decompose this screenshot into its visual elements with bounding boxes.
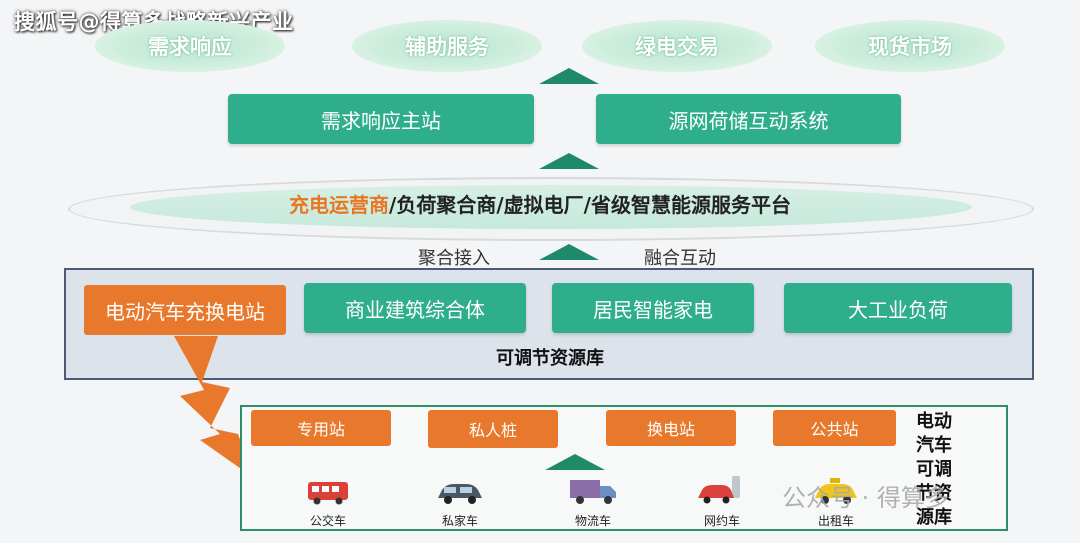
up-arrow-icon — [539, 153, 599, 169]
vehicle-label: 物流车 — [574, 514, 611, 528]
title-line: 汽车 — [916, 435, 952, 456]
truck-icon — [570, 480, 616, 504]
title-line: 源库 — [916, 507, 952, 528]
title-line: 可调 — [916, 459, 952, 480]
wechat-watermark: 公众号 · 得算多 — [782, 484, 949, 512]
taxi-icon — [815, 478, 857, 504]
vehicle-logistics: 物流车 — [563, 476, 623, 529]
car-icon — [438, 484, 482, 504]
station-battery-swap: 换电站 — [606, 410, 736, 446]
bus-icon — [308, 482, 348, 505]
box-label: 居民智能家电 — [593, 297, 713, 322]
vehicle-private-car: 私家车 — [430, 478, 490, 529]
source-grid-load-storage-system: 源网荷储互动系统 — [596, 94, 901, 144]
station-label: 换电站 — [646, 420, 695, 439]
flow-label-fusion-interaction: 融合互动 — [644, 248, 716, 269]
demand-response-master-station: 需求响应主站 — [228, 94, 534, 144]
flow-label-aggregation-access: 聚合接入 — [418, 248, 490, 269]
vehicle-label: 出租车 — [817, 514, 854, 528]
station-dedicated: 专用站 — [251, 410, 391, 446]
market-label: 绿电交易 — [635, 35, 719, 59]
commercial-building-box: 商业建筑综合体 — [304, 283, 526, 333]
market-ancillary-service: 辅助服务 — [352, 20, 542, 72]
industrial-load-box: 大工业负荷 — [784, 283, 1012, 333]
market-label: 辅助服务 — [405, 35, 489, 59]
station-private-pile: 私人桩 — [428, 410, 558, 448]
lightning-connector-icon — [174, 336, 254, 478]
charging-car-icon — [698, 476, 740, 504]
platform-inner-ellipse — [130, 185, 972, 229]
vehicle-ride-hailing: 网约车 — [692, 474, 752, 529]
ev-charging-station-box: 电动汽车充换电站 — [84, 285, 286, 335]
box-label: 大工业负荷 — [848, 297, 948, 322]
market-spot-market: 现货市场 — [815, 20, 1005, 72]
market-label: 需求响应 — [148, 35, 232, 59]
station-label: 专用站 — [296, 420, 345, 439]
vehicle-taxi: 出租车 — [806, 478, 866, 529]
aggregation-platform-label: 充电运营商/负荷聚合商/虚拟电厂/省级智慧能源服务平台 — [0, 189, 1080, 218]
up-arrow-icon — [539, 68, 599, 84]
resource-pool-title: 可调节资源库 — [496, 348, 604, 369]
title-line: 电动 — [916, 411, 952, 432]
vehicle-label: 公交车 — [309, 514, 346, 528]
up-arrow-icon — [545, 454, 605, 470]
station-label: 私人桩 — [468, 421, 517, 440]
box-label: 源网荷储互动系统 — [668, 108, 829, 133]
up-arrow-icon — [539, 244, 599, 260]
vehicle-bus: 公交车 — [298, 478, 358, 529]
vehicle-label: 网约车 — [703, 514, 740, 528]
residential-appliance-box: 居民智能家电 — [552, 283, 754, 333]
box-label: 电动汽车充换电站 — [105, 299, 265, 324]
vehicle-label: 私家车 — [441, 514, 478, 528]
station-label: 公共站 — [810, 420, 859, 439]
platform-rest: /负荷聚合商/虚拟电厂/省级智慧能源服务平台 — [389, 193, 791, 217]
station-public: 公共站 — [773, 410, 896, 446]
platform-highlight: 充电运营商 — [289, 193, 390, 217]
box-label: 需求响应主站 — [321, 108, 441, 133]
title-line: 节资 — [916, 483, 952, 504]
market-green-power-trading: 绿电交易 — [582, 20, 772, 72]
box-label: 商业建筑综合体 — [345, 297, 485, 322]
ev-pool-title: 电动 汽车 可调 节资 源库 — [912, 410, 956, 530]
market-demand-response: 需求响应 — [95, 20, 285, 72]
market-label: 现货市场 — [868, 35, 952, 59]
